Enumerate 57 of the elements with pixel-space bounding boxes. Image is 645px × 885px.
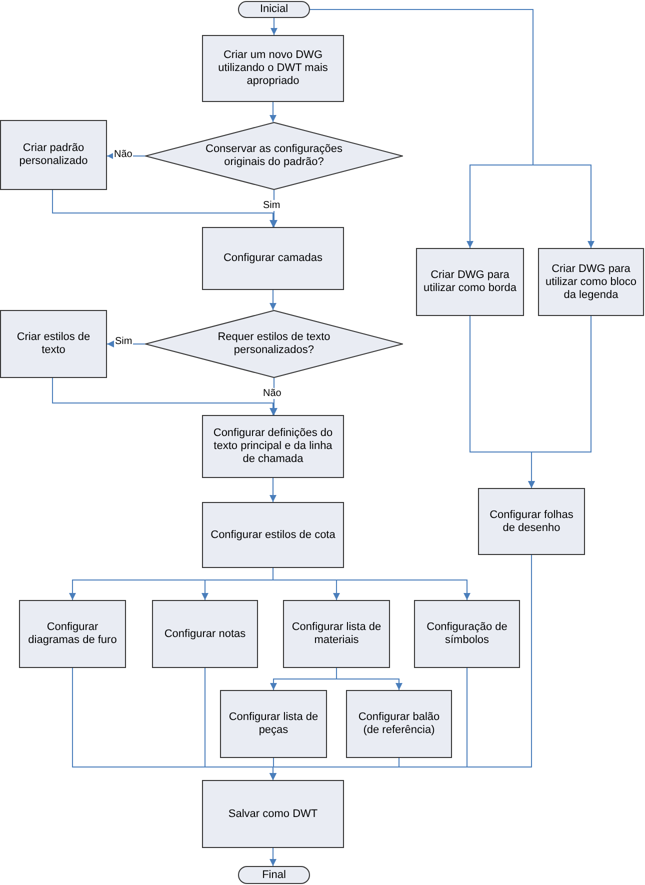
process-box	[202, 35, 344, 102]
connector-arrow	[52, 378, 276, 416]
connector-arrow	[272, 568, 470, 600]
process-box	[19, 600, 126, 668]
box-text: Criar DWG para utilizar como borda	[422, 269, 518, 295]
process-box	[202, 780, 344, 848]
process-box	[538, 248, 644, 316]
process-box	[0, 310, 107, 378]
box-text: Configuração de símbolos	[426, 621, 508, 647]
connector-arrow	[336, 668, 402, 690]
process-box	[202, 502, 344, 568]
decision-diamond	[145, 122, 403, 190]
box-text: Configurar lista de peças	[228, 711, 320, 737]
connector-arrow	[270, 18, 278, 36]
connector-arrow	[270, 290, 276, 310]
process-box	[220, 690, 327, 758]
box-text: Configurar balão (de referência)	[357, 711, 441, 737]
box-text: Criar estilos de texto	[16, 331, 92, 357]
process-box	[346, 690, 452, 758]
process-box	[202, 227, 344, 290]
connector-arrow	[270, 554, 532, 780]
box-text: Configurar definições do texto principal e da linha de chamada	[212, 427, 334, 466]
connector-arrow	[270, 848, 276, 866]
decision-text: Requer estilos de texto personalizados?	[216, 331, 332, 357]
process-box	[202, 415, 344, 478]
edge-label: Sim	[114, 336, 134, 347]
box-text: Configurar folhas de desenho	[488, 508, 574, 534]
process-box	[283, 600, 390, 668]
edge-label: Não	[262, 388, 282, 399]
process-box	[414, 600, 520, 668]
box-text: Configurar notas	[163, 628, 247, 640]
terminator	[238, 866, 310, 884]
box-text: Criar padrão personalizado	[18, 142, 89, 168]
process-box	[478, 488, 585, 555]
box-text: Salvar como DWT	[227, 808, 319, 820]
terminator	[238, 1, 310, 18]
decision-diamond	[145, 310, 403, 378]
connector-arrow	[270, 102, 276, 122]
process-box	[152, 600, 258, 668]
box-text: Criar um novo DWG utilizando o DWT mais apropriado	[217, 49, 329, 88]
process-box	[0, 120, 107, 190]
box-text: Criar DWG para utilizar como bloco da legenda	[544, 262, 638, 302]
terminator-text: Inicial	[258, 3, 290, 16]
connector-arrow	[52, 190, 276, 228]
connector-arrow	[528, 316, 592, 488]
box-text: Configurar estilos de cota	[210, 528, 336, 542]
edge-label: Sim	[262, 200, 282, 211]
decision-text: Conservar as configurações originais do padrão?	[204, 143, 344, 169]
terminator-text: Final	[261, 868, 287, 882]
connector-arrow	[270, 190, 278, 228]
connector-arrow	[270, 478, 276, 502]
box-text: Configurar camadas	[222, 252, 324, 265]
box-text: Configurar diagramas de furo	[27, 621, 118, 647]
edge-label: Não	[113, 149, 134, 160]
process-box	[416, 248, 524, 316]
box-text: Configurar lista de materiais	[290, 621, 382, 647]
connector-arrow	[106, 340, 146, 348]
